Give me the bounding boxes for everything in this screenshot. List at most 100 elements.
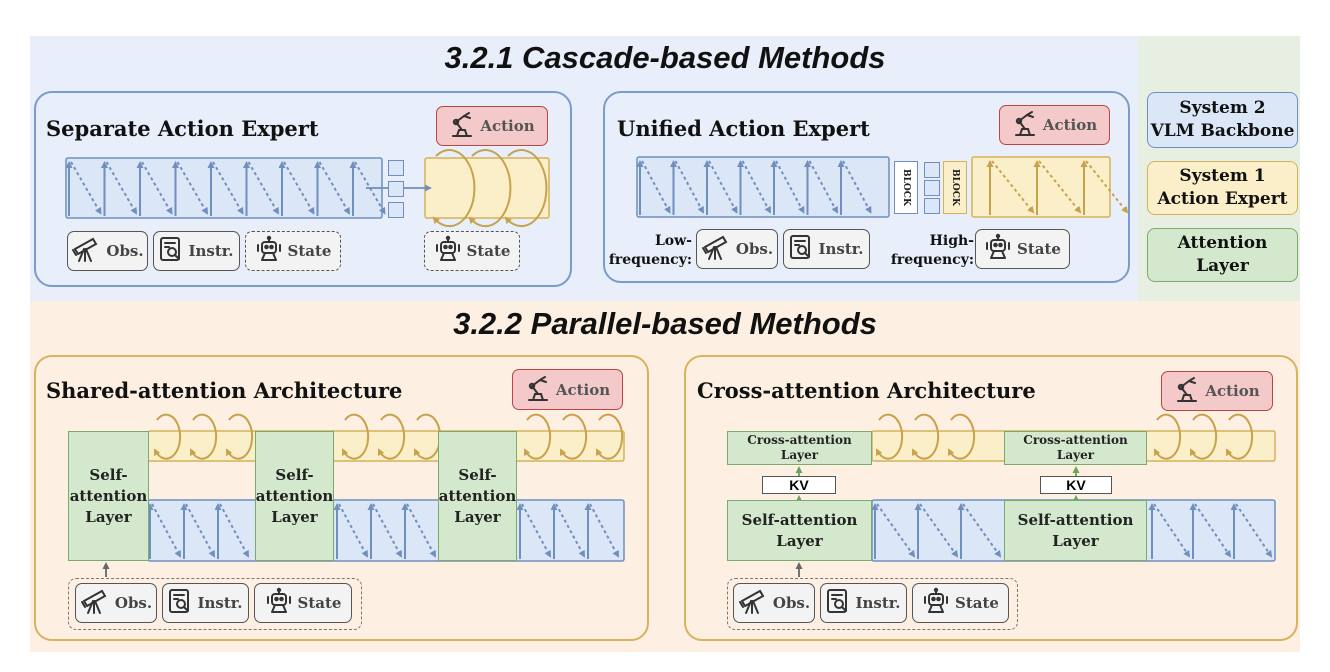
unified-action-expert-panel [603, 91, 1130, 283]
cross-backbone-attention-diag [919, 503, 959, 558]
cross-input-group [727, 578, 1018, 630]
cross-obs-button[interactable]: Obs. [733, 583, 815, 623]
robot-face-icon [434, 235, 462, 267]
separate-expert-state-button[interactable]: State [424, 231, 520, 271]
cross-backbone-attention-diag [1194, 503, 1232, 558]
unified-backbone-attention-diag [775, 160, 805, 214]
parallel-section-title: 3.2.2 Parallel-based Methods [453, 306, 877, 341]
unified-square-2 [924, 180, 940, 196]
cross-action-button[interactable]: Action [1161, 371, 1273, 411]
separate-obs-button[interactable]: Obs. [67, 231, 148, 271]
block-box-left: BLOCK [894, 161, 918, 214]
shared-backbone-attention-diag [406, 503, 436, 558]
token-square-1 [388, 160, 404, 176]
cross-backbone-attention-diag [1235, 503, 1273, 558]
high-frequency-line1: High- [929, 233, 974, 249]
legend-system1-line1: System 1 [1179, 166, 1266, 186]
unified-backbone-attention-diag [674, 160, 704, 214]
shared-input-group [68, 578, 362, 630]
layer-text: Self-attention [741, 510, 858, 529]
legend-attention-line2: Layer [1196, 256, 1249, 276]
layer-text: Layer [271, 507, 318, 526]
separate-state-button[interactable]: State [245, 231, 341, 271]
instr-label: Instr. [818, 240, 864, 258]
shared-backbone-attention-diag [219, 503, 249, 558]
telescope-icon [71, 235, 101, 267]
instr-label: Instr. [855, 594, 901, 612]
shared-backbone-attention-diag [589, 503, 619, 558]
unified-expert-bar [971, 156, 1111, 218]
shared-expert-loop [524, 413, 552, 460]
unified-backbone-attention-diag [842, 160, 872, 214]
shared-backbone-attention-diag [555, 503, 585, 558]
obs-label: Obs. [106, 242, 144, 260]
unified-obs-button[interactable]: Obs. [696, 229, 778, 269]
layer-text: attention [438, 486, 517, 505]
cross-backbone-attention-diag [876, 503, 916, 558]
layer-text: Layer [780, 448, 819, 462]
cross-state-button[interactable]: State [912, 583, 1009, 623]
layer-text: Cross-attention [747, 433, 852, 447]
separate-backbone-attention-diag [70, 161, 102, 215]
unified-action-label: Action [1042, 116, 1098, 134]
unified-panel-title: Unified Action Expert [617, 116, 870, 141]
low-frequency-label: Low-frequency: [606, 232, 692, 270]
separate-expert-loop [468, 149, 512, 228]
cross-backbone-attention-diag [962, 503, 1002, 558]
unified-state-button[interactable]: State [975, 229, 1070, 269]
unified-backbone-attention-diag [708, 160, 738, 214]
low-frequency-line1: Low- [654, 233, 692, 249]
unified-backbone-attention-diag [808, 160, 838, 214]
token-square-2 [388, 181, 404, 197]
separate-backbone-attention-diag [212, 161, 244, 215]
layer-text: Layer [85, 507, 132, 526]
shared-backbone-attention-diag [338, 503, 368, 558]
layer-text: Self- [89, 465, 128, 484]
block-box-right: BLOCK [943, 161, 967, 214]
robot-face-icon [984, 233, 1012, 265]
document-search-icon [159, 235, 183, 267]
robot-arm-icon [1012, 109, 1038, 141]
separate-backbone-attention-diag [283, 161, 315, 215]
separate-instr-button[interactable]: Instr. [153, 231, 240, 271]
unified-action-button[interactable]: Action [999, 105, 1110, 145]
robot-arm-icon [1174, 375, 1200, 407]
token-square-3 [388, 202, 404, 218]
layer-text: Cross-attention [1023, 433, 1128, 447]
shared-expert-loop [596, 413, 624, 460]
cross-backbone-attention-diag [1153, 503, 1191, 558]
unified-instr-button[interactable]: Instr. [783, 229, 870, 269]
unified-square-3 [924, 198, 940, 214]
cross-expert-loop [912, 413, 940, 460]
cross-expert-loop [1226, 413, 1254, 460]
separate-action-expert-bar [424, 157, 550, 219]
separate-action-button[interactable]: Action [436, 106, 548, 146]
unified-backbone-attention-diag [741, 160, 771, 214]
telescope-icon [701, 233, 731, 265]
robot-face-icon [922, 587, 950, 619]
shared-expert-loop [190, 413, 218, 460]
unified-vlm-bar [636, 156, 890, 218]
obs-label: Obs. [735, 240, 774, 258]
separate-backbone-attention-diag [176, 161, 209, 215]
shared-instr-button[interactable]: Instr. [162, 583, 249, 623]
separate-backbone-attention-diag [247, 161, 280, 215]
shared-attention-panel [34, 355, 649, 641]
shared-action-button[interactable]: Action [512, 369, 623, 410]
unified-backbone-attention-diag [641, 160, 671, 214]
state-label: State [466, 242, 511, 260]
shared-state-button[interactable]: State [254, 583, 352, 623]
cross-instr-button[interactable]: Instr. [820, 583, 907, 623]
cascade-section-title: 3.2.1 Cascade-based Methods [444, 40, 886, 75]
state-label: State [955, 594, 999, 612]
shared-backbone-attention-diag [185, 503, 215, 558]
cross-attention-panel [684, 355, 1298, 641]
shared-obs-button[interactable]: Obs. [75, 583, 157, 623]
